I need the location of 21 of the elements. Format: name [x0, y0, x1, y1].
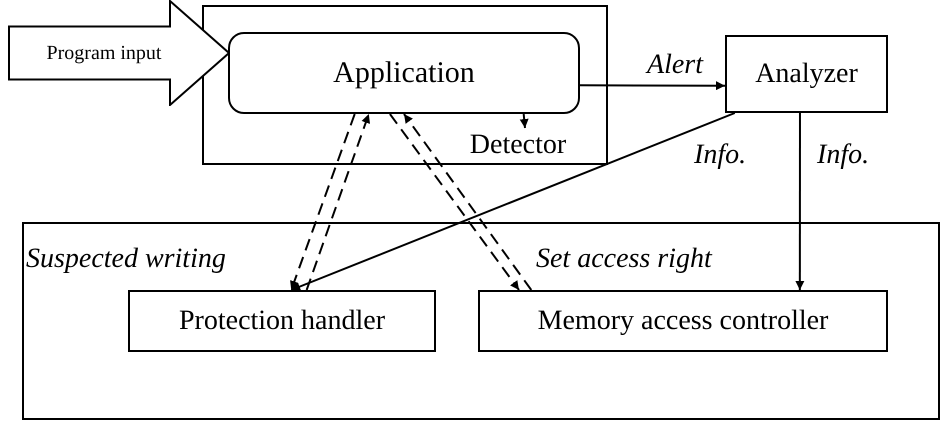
- container-box: [202, 5, 608, 165]
- container-box: [22, 222, 940, 420]
- node-label: Detector: [470, 129, 566, 161]
- arrow: [290, 112, 736, 291]
- node-label: Memory access controller: [538, 305, 828, 337]
- arrow: [795, 113, 804, 290]
- dashed-arrow: [306, 114, 370, 290]
- input-block-arrow: [8, 0, 230, 106]
- node-label: Protection handler: [178, 305, 386, 337]
- dashed-arrow: [403, 113, 532, 291]
- node-label: Analyzer: [755, 58, 858, 90]
- process-box: [725, 35, 888, 113]
- process-box: [478, 290, 888, 352]
- arrow: [580, 81, 725, 90]
- arrow: [520, 114, 529, 128]
- dashed-arrow: [290, 114, 356, 290]
- node-label: Program input: [46, 42, 162, 64]
- node-label: Application: [333, 56, 475, 90]
- process-box: [228, 32, 580, 114]
- dashed-arrow: [389, 113, 520, 291]
- process-box: [128, 290, 436, 352]
